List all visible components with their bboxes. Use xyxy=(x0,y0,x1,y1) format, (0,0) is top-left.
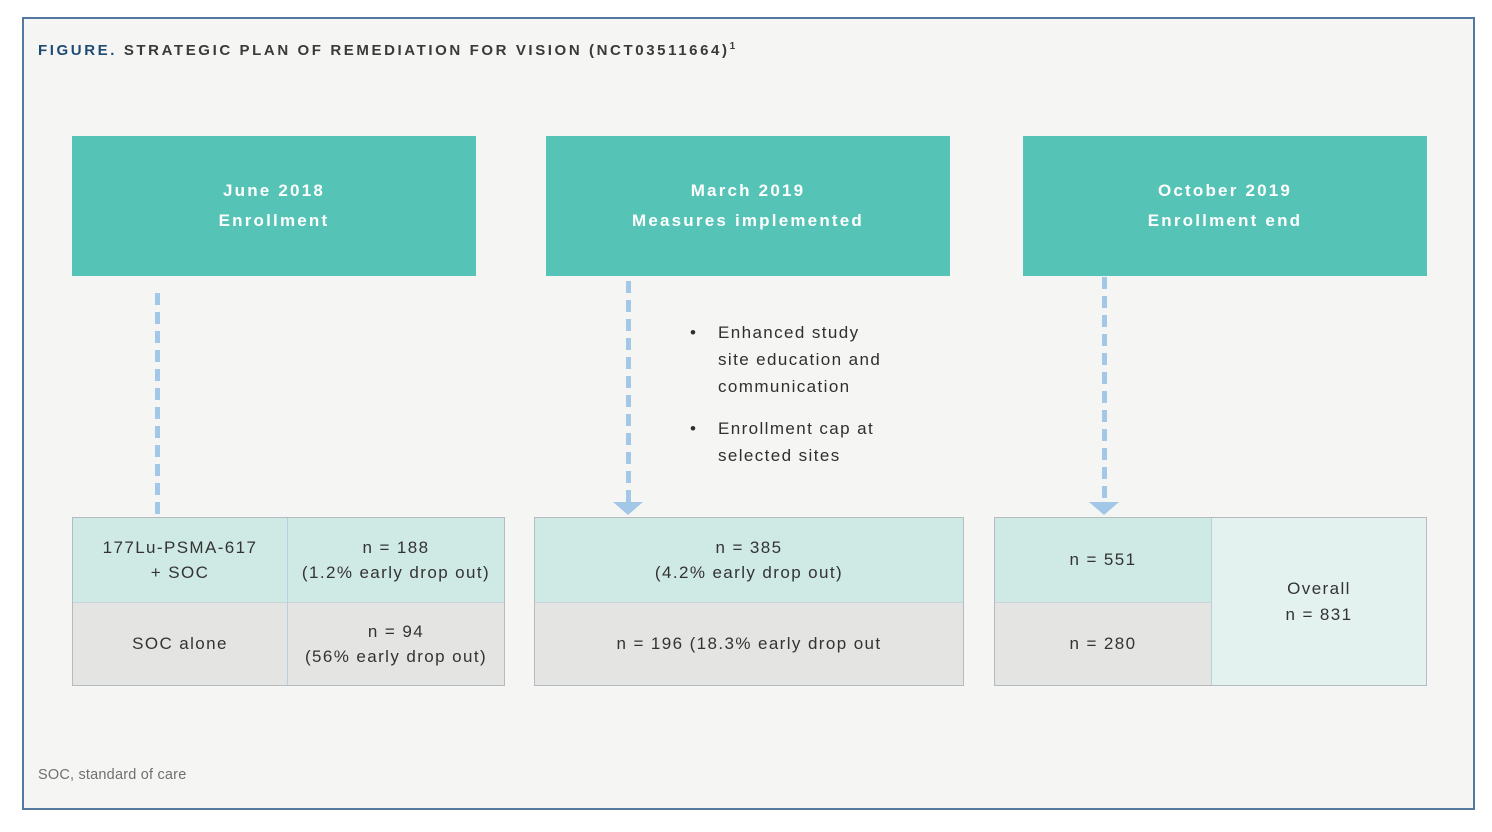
footnote-abbreviation: SOC, standard of care xyxy=(38,767,187,783)
bullet-line: communication xyxy=(718,377,851,396)
cell-lu-arm: 177Lu-PSMA-617 + SOC xyxy=(73,518,287,602)
enrollment-values-column: n = 551 n = 280 xyxy=(995,518,1211,685)
bullet-line: site education and xyxy=(718,350,882,369)
results-table-october: n = 551 n = 280 Overall n = 831 xyxy=(994,517,1427,686)
cell-text: SOC alone xyxy=(132,634,228,654)
bullet-line: Enhanced study xyxy=(718,323,860,342)
cell-lu-n: n = 188 (1.2% early drop out) xyxy=(288,518,504,602)
milestone-date: June 2018 xyxy=(222,181,326,200)
bullet-icon: • xyxy=(690,323,698,342)
dashed-line xyxy=(1101,277,1107,503)
cell-soc-arm: SOC alone xyxy=(73,601,287,685)
dashed-arrow-october xyxy=(1089,277,1119,515)
results-table-march: n = 385 (4.2% early drop out) n = 196 (1… xyxy=(534,517,964,686)
cell-soc-n: n = 196 (18.3% early drop out xyxy=(535,601,963,685)
milestone-label: Enrollment end xyxy=(1147,211,1303,230)
arrow-down-icon xyxy=(1089,502,1119,515)
cell-text: n = 94 xyxy=(367,621,425,641)
cell-text: 177Lu-PSMA-617 xyxy=(102,537,258,557)
bullet-item-site-education: • Enhanced study site education and comm… xyxy=(690,319,881,400)
figure-frame: FIGURE. STRATEGIC PLAN OF REMEDIATION FO… xyxy=(22,17,1475,810)
bullet-item-enrollment-cap: • Enrollment cap at selected sites xyxy=(690,415,881,469)
milestone-date: October 2019 xyxy=(1157,181,1293,200)
figure-title-text: STRATEGIC PLAN OF REMEDIATION FOR VISION… xyxy=(117,42,730,59)
cell-soc-n: n = 280 xyxy=(995,601,1211,685)
cell-text: n = 280 xyxy=(1069,634,1137,654)
milestone-box-march-2019: March 2019 Measures implemented xyxy=(546,136,950,276)
arm-label-column: 177Lu-PSMA-617 + SOC SOC alone xyxy=(73,518,287,685)
cell-lu-n: n = 551 xyxy=(995,518,1211,602)
cell-text: + SOC xyxy=(150,562,210,582)
cell-soc-n: n = 94 (56% early drop out) xyxy=(288,601,504,685)
cell-lu-n: n = 385 (4.2% early drop out) xyxy=(535,518,963,602)
cell-text: n = 196 (18.3% early drop out xyxy=(616,634,882,654)
figure-title-prefix: FIGURE. xyxy=(38,42,118,59)
bullet-line: Enrollment cap at xyxy=(718,419,875,438)
cell-text: n = 385 xyxy=(715,537,783,557)
cell-text: n = 831 xyxy=(1285,604,1353,624)
dashed-connector-june xyxy=(155,293,160,517)
enrollment-values-column: n = 385 (4.2% early drop out) n = 196 (1… xyxy=(535,518,963,685)
bullet-line: selected sites xyxy=(718,446,841,465)
figure-title: FIGURE. STRATEGIC PLAN OF REMEDIATION FO… xyxy=(38,41,736,59)
dashed-line xyxy=(625,281,631,503)
cell-text: (4.2% early drop out) xyxy=(654,562,844,582)
figure-title-superscript: 1 xyxy=(729,41,737,52)
cell-text: (56% early drop out) xyxy=(304,646,488,666)
milestone-box-june-2018: June 2018 Enrollment xyxy=(72,136,476,276)
arrow-down-icon xyxy=(613,502,643,515)
dashed-line xyxy=(155,293,160,517)
cell-text: (1.2% early drop out) xyxy=(301,562,491,582)
bullet-icon: • xyxy=(690,419,698,438)
cell-text: n = 551 xyxy=(1069,550,1137,570)
milestone-box-october-2019: October 2019 Enrollment end xyxy=(1023,136,1427,276)
milestone-label: Measures implemented xyxy=(631,211,864,230)
results-table-june: 177Lu-PSMA-617 + SOC SOC alone n = 188 (… xyxy=(72,517,505,686)
cell-text: Overall xyxy=(1287,578,1351,598)
cell-text: n = 188 xyxy=(362,537,430,557)
dashed-arrow-march xyxy=(613,281,643,515)
enrollment-values-column: n = 188 (1.2% early drop out) n = 94 (56… xyxy=(287,518,504,685)
measures-bullet-list: • Enhanced study site education and comm… xyxy=(690,319,881,484)
milestone-label: Enrollment xyxy=(218,211,330,230)
cell-overall-total: Overall n = 831 xyxy=(1211,518,1426,685)
milestone-date: March 2019 xyxy=(690,181,806,200)
